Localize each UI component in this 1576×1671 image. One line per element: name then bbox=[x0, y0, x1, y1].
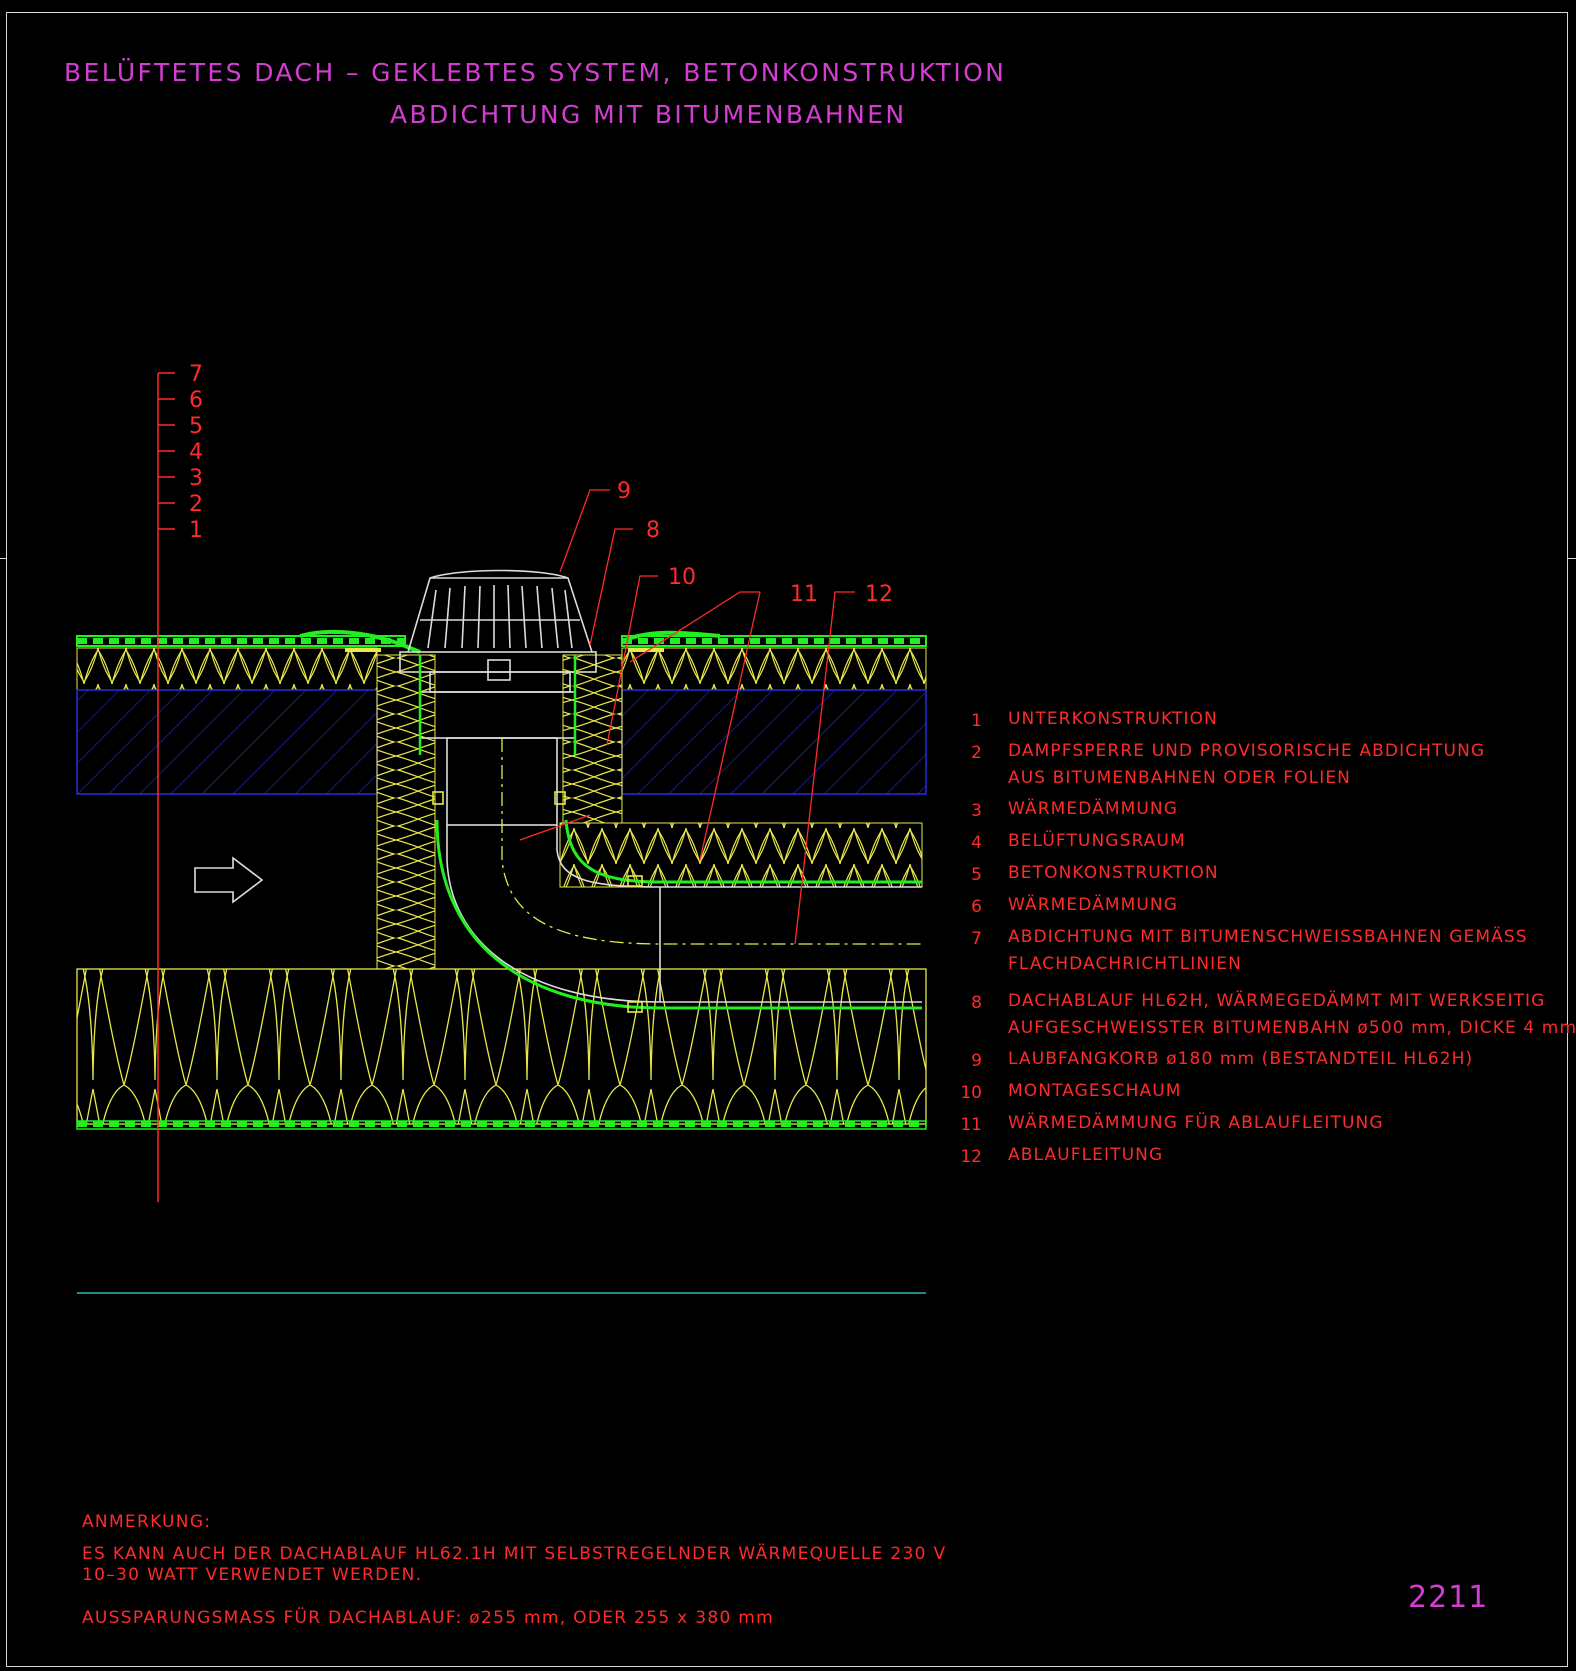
legend-text: FLACHDACHRICHTLINIEN bbox=[1008, 954, 1242, 974]
note-line: AUSSPARUNGSMASS FÜR DACHABLAUF: ø255 mm,… bbox=[82, 1608, 774, 1628]
note-heading: ANMERKUNG: bbox=[82, 1512, 212, 1532]
layer-number: 3 bbox=[189, 466, 203, 491]
legend-text: UNTERKONSTRUKTION bbox=[1008, 709, 1218, 729]
legend-text: ABDICHTUNG MIT BITUMENSCHWEISSBAHNEN GEM… bbox=[1008, 927, 1528, 947]
legend-text: ABLAUFLEITUNG bbox=[1008, 1145, 1164, 1165]
legend-number: 11 bbox=[960, 1115, 982, 1135]
roof-drain-body bbox=[399, 651, 922, 1013]
insulation-upper-right bbox=[621, 647, 927, 691]
title-line-1: BELÜFTETES DACH – GEKLEBTES SYSTEM, BETO… bbox=[64, 58, 1007, 87]
layer-number: 2 bbox=[189, 492, 203, 517]
ventilation-arrow bbox=[194, 856, 264, 904]
legend-text: DAMPFSPERRE UND PROVISORISCHE ABDICHTUNG bbox=[1008, 741, 1486, 761]
note-line: 10–30 WATT VERWENDET WERDEN. bbox=[82, 1565, 423, 1585]
legend-number: 8 bbox=[971, 993, 982, 1013]
title-line-2: ABDICHTUNG MIT BITUMENBAHNEN bbox=[390, 100, 907, 129]
legend-text: BELÜFTUNGSRAUM bbox=[1008, 831, 1186, 851]
legend-text: WÄRMEDÄMMUNG bbox=[1008, 895, 1179, 915]
waterproofing-layer bbox=[76, 629, 927, 654]
mounting-foam-right bbox=[562, 654, 623, 824]
legend-text: DACHABLAUF HL62H, WÄRMEGEDÄMMT MIT WERKS… bbox=[1008, 991, 1546, 1011]
legend-text: MONTAGESCHAUM bbox=[1008, 1081, 1182, 1101]
legend-number: 6 bbox=[971, 897, 982, 917]
callout-label: 11 bbox=[790, 582, 818, 607]
mounting-foam-left bbox=[376, 654, 436, 970]
layer-number: 4 bbox=[189, 440, 203, 465]
legend-number: 12 bbox=[960, 1147, 982, 1167]
legend-number: 5 bbox=[971, 865, 982, 885]
concrete-left bbox=[76, 689, 378, 795]
legend-number: 1 bbox=[971, 711, 982, 731]
callout-label: 8 bbox=[646, 518, 660, 543]
frame-tick-right bbox=[1568, 558, 1576, 559]
callout-leaders: 9 8 10 11 12 bbox=[519, 479, 893, 945]
legend-text: AUFGESCHWEISSTER BITUMENBAHN ø500 mm, DI… bbox=[1008, 1018, 1576, 1038]
legend-text: BETONKONSTRUKTION bbox=[1008, 863, 1219, 883]
insulation-upper-left bbox=[76, 647, 378, 691]
legend-number: 10 bbox=[960, 1083, 982, 1103]
leaf-guard-basket bbox=[407, 569, 593, 681]
callout-label: 12 bbox=[865, 582, 893, 607]
pipe-insulation-top bbox=[559, 822, 923, 888]
legend-text: WÄRMEDÄMMUNG bbox=[1008, 799, 1179, 819]
layer-number: 5 bbox=[189, 414, 203, 439]
layer-number: 7 bbox=[189, 362, 203, 387]
frame-tick-left bbox=[0, 558, 6, 559]
concrete-right bbox=[621, 689, 927, 795]
layer-number: 1 bbox=[189, 518, 203, 543]
callout-label: 10 bbox=[668, 565, 696, 590]
layer-scale: 7 6 5 4 3 2 1 bbox=[157, 362, 203, 1202]
callout-label: 9 bbox=[617, 479, 631, 504]
legend-number: 4 bbox=[971, 833, 982, 853]
legend-number: 7 bbox=[971, 929, 982, 949]
legend-number: 9 bbox=[971, 1051, 982, 1071]
insulation-lower bbox=[76, 968, 927, 1125]
note-line: ES KANN AUCH DER DACHABLAUF HL62.1H MIT … bbox=[82, 1544, 947, 1564]
layer-number: 6 bbox=[189, 388, 203, 413]
drawing-frame bbox=[6, 12, 1568, 1667]
drawing-number: 2211 bbox=[1408, 1580, 1489, 1615]
legend-number: 3 bbox=[971, 801, 982, 821]
legend-text: AUS BITUMENBAHNEN ODER FOLIEN bbox=[1008, 768, 1351, 788]
legend-text: LAUBFANGKORB ø180 mm (BESTANDTEIL HL62H) bbox=[1008, 1049, 1474, 1069]
legend-number: 2 bbox=[971, 743, 982, 763]
legend-text: WÄRMEDÄMMUNG FÜR ABLAUFLEITUNG bbox=[1008, 1113, 1384, 1133]
